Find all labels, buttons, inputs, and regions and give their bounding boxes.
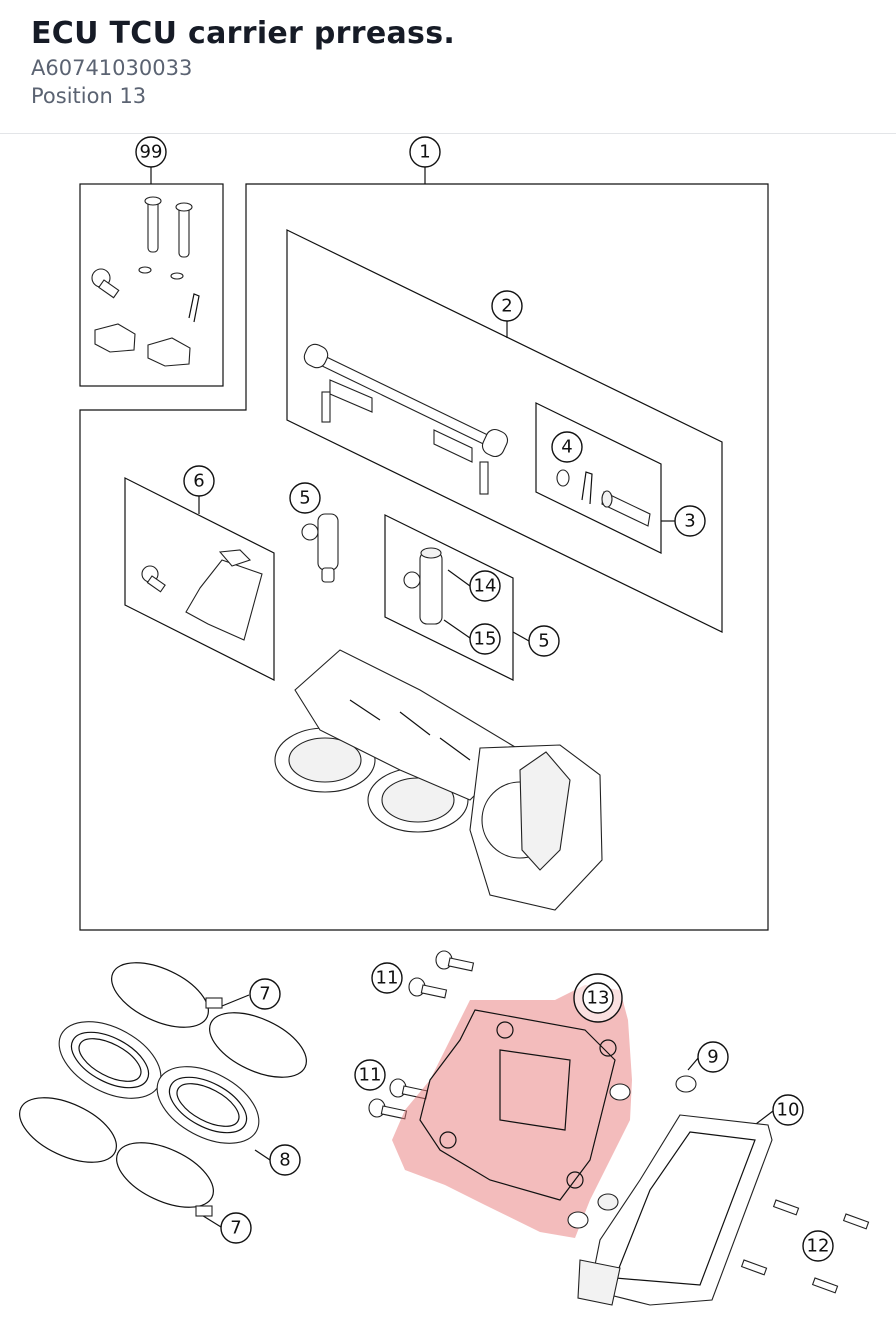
hose-fitting-part: [556, 469, 651, 527]
page-header: ECU TCU carrier prreass. A60741030033 Po…: [0, 0, 896, 134]
exploded-parts-diagram: 99 1 2 4 3 6 5 14 15 5 11 7 13 9 11 10 8…: [19, 136, 870, 1306]
svg-text:14: 14: [474, 576, 497, 597]
bushing-9-part: [597, 1075, 697, 1211]
svg-text:10: 10: [777, 1100, 800, 1121]
svg-text:2: 2: [501, 296, 512, 317]
svg-text:5: 5: [299, 488, 310, 509]
callout-6[interactable]: 6: [183, 465, 215, 497]
callout-8[interactable]: 8: [269, 1144, 301, 1176]
svg-text:99: 99: [140, 142, 163, 163]
callout-11-a[interactable]: 11: [371, 962, 403, 994]
callout-5-b[interactable]: 5: [528, 625, 560, 657]
callout-10[interactable]: 10: [772, 1094, 804, 1126]
sensor-frame: [124, 477, 275, 681]
injector-frame: [384, 514, 514, 681]
callout-14[interactable]: 14: [469, 570, 501, 602]
intake-boots-part: [58, 1021, 260, 1144]
callout-12[interactable]: 12: [802, 1230, 834, 1262]
fuel-rail-frame: [286, 229, 723, 633]
map-sensor-part: [141, 549, 263, 641]
svg-text:11: 11: [376, 968, 399, 989]
svg-text:8: 8: [279, 1150, 290, 1171]
callout-2[interactable]: 2: [491, 290, 523, 322]
svg-text:11: 11: [359, 1065, 382, 1086]
callout-7-b[interactable]: 7: [220, 1212, 252, 1244]
callout-11-b[interactable]: 11: [354, 1059, 386, 1091]
throttle-body-part: [274, 649, 603, 911]
svg-text:5: 5: [538, 631, 549, 652]
injector-part-b: [403, 547, 443, 625]
assembly-1-frame: [79, 183, 769, 931]
callout-15[interactable]: 15: [469, 623, 501, 655]
callout-99[interactable]: 99: [135, 136, 167, 168]
screws-12-part: [740, 1199, 870, 1294]
position-label: Position 13: [31, 84, 147, 108]
svg-text:6: 6: [193, 471, 204, 492]
svg-text:1: 1: [419, 142, 430, 163]
callout-9[interactable]: 9: [697, 1041, 729, 1073]
callout-3[interactable]: 3: [674, 505, 706, 537]
svg-text:13: 13: [587, 988, 610, 1009]
hose-clamps-part: [19, 962, 307, 1217]
callout-13[interactable]: 13: [573, 973, 623, 1023]
ecu-housing-10-part: [577, 1114, 773, 1306]
callout-1[interactable]: 1: [409, 136, 441, 168]
ecu-carrier-part-highlighted: [392, 985, 632, 1238]
fuel-rail-part: [303, 343, 509, 495]
svg-text:7: 7: [230, 1218, 241, 1239]
svg-text:7: 7: [259, 984, 270, 1005]
svg-text:4: 4: [561, 437, 572, 458]
hose-kit-frame: [535, 402, 662, 554]
injector-part-a: [301, 513, 339, 583]
kit-99-parts: [91, 196, 200, 367]
callout-5-a[interactable]: 5: [289, 482, 321, 514]
svg-text:15: 15: [474, 629, 497, 650]
svg-text:12: 12: [807, 1236, 830, 1257]
screws-11-part: [368, 950, 475, 1120]
callout-7-a[interactable]: 7: [249, 978, 281, 1010]
page-title: ECU TCU carrier prreass.: [31, 16, 456, 51]
svg-text:3: 3: [684, 511, 695, 532]
callout-4[interactable]: 4: [551, 431, 583, 463]
part-number: A60741030033: [31, 56, 193, 80]
svg-text:9: 9: [707, 1047, 718, 1068]
